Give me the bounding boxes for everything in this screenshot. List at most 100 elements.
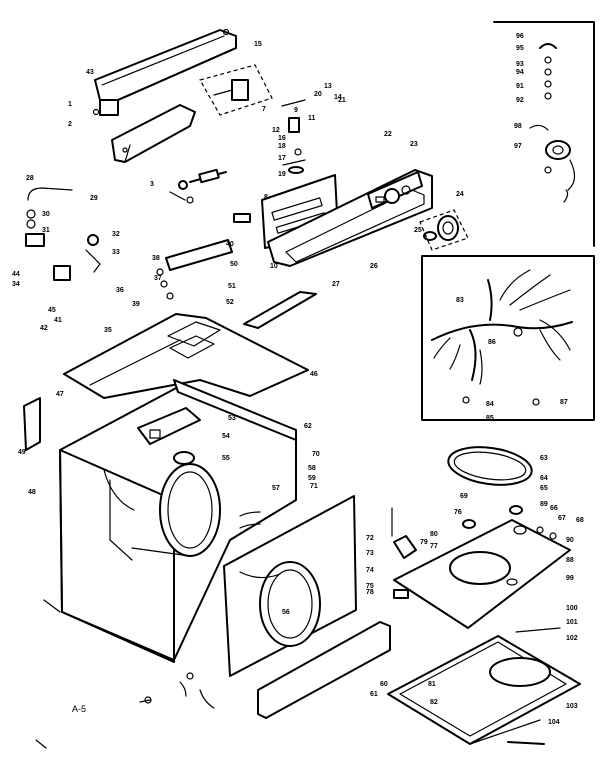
timer-parts <box>169 168 227 204</box>
part-number-label: 80 <box>430 531 438 538</box>
part-number-label: 49 <box>18 449 26 456</box>
part-number-label: 79 <box>420 539 428 546</box>
console-bracket <box>111 104 196 163</box>
part-number-label: 19 <box>278 171 286 178</box>
part-number-label: 31 <box>42 227 50 234</box>
part-number-label: 14 <box>334 94 342 101</box>
part-number-label: 12 <box>272 127 280 134</box>
section-label: A-5 <box>72 704 86 714</box>
part-number-label: 10 <box>270 263 278 270</box>
part-number-label: 61 <box>370 691 378 698</box>
cabinet-hardware <box>23 397 215 709</box>
part-number-label: 66 <box>550 505 558 512</box>
part-number-label: 60 <box>380 681 388 688</box>
part-number-label: 93 <box>516 61 524 68</box>
part-number-label: 54 <box>222 433 230 440</box>
part-number-label: 52 <box>226 299 234 306</box>
part-number-label: 101 <box>566 619 578 626</box>
wiring-harness-inset <box>421 255 595 421</box>
part-number-label: 78 <box>366 589 374 596</box>
inset-top-right <box>493 21 595 247</box>
part-number-label: 63 <box>540 455 548 462</box>
part-number-label: 34 <box>12 281 20 288</box>
part-number-label: 94 <box>516 69 524 76</box>
console-backsplash <box>267 169 433 267</box>
part-number-label: 26 <box>370 263 378 270</box>
part-number-label: 8 <box>264 194 268 201</box>
part-number-label: 89 <box>540 501 548 508</box>
part-number-label: 55 <box>222 455 230 462</box>
part-number-label: 104 <box>548 719 560 726</box>
part-number-label: 36 <box>116 287 124 294</box>
part-number-label: 87 <box>560 399 568 406</box>
part-number-label: 69 <box>460 493 468 500</box>
front-panel <box>223 495 357 677</box>
part-number-label: 50 <box>230 261 238 268</box>
center-brackets <box>137 407 261 529</box>
part-number-label: 99 <box>566 575 574 582</box>
part-number-label: 102 <box>566 635 578 642</box>
part-number-label: 3 <box>150 181 154 188</box>
part-number-label: 56 <box>282 609 290 616</box>
part-number-label: 51 <box>228 283 236 290</box>
part-number-label: 67 <box>558 515 566 522</box>
part-number-label: 82 <box>430 699 438 706</box>
base-plate <box>393 519 571 629</box>
part-number-label: 1 <box>68 101 72 108</box>
part-number-label: 71 <box>310 483 318 490</box>
part-number-label: 53 <box>228 415 236 422</box>
part-number-label: 15 <box>254 41 262 48</box>
part-number-label: 90 <box>566 537 574 544</box>
part-number-label: 46 <box>310 371 318 378</box>
part-number-label: 57 <box>272 485 280 492</box>
part-number-label: 74 <box>366 567 374 574</box>
part-number-label: 95 <box>516 45 524 52</box>
part-number-label: 92 <box>516 97 524 104</box>
part-number-label: 77 <box>430 543 438 550</box>
part-number-label: 98 <box>514 123 522 130</box>
bottom-rod <box>507 741 545 745</box>
foot-parts <box>35 696 152 749</box>
part-number-label: 37 <box>154 275 162 282</box>
part-number-label: 17 <box>278 155 286 162</box>
part-number-label: 2 <box>68 121 72 128</box>
control-hardware <box>233 99 306 223</box>
part-number-label: 16 <box>278 135 286 142</box>
part-number-label: 83 <box>456 297 464 304</box>
part-number-label: 85 <box>486 415 494 422</box>
part-number-label: 33 <box>112 249 120 256</box>
console-top-rail <box>92 28 237 116</box>
part-number-label: 48 <box>28 489 36 496</box>
base-hardware <box>391 505 557 599</box>
base-tray <box>387 627 581 745</box>
part-number-label: 58 <box>308 465 316 472</box>
part-number-label: 70 <box>312 451 320 458</box>
part-number-label: 9 <box>294 107 298 114</box>
part-number-label: 65 <box>540 485 548 492</box>
switch-assembly <box>199 64 273 116</box>
part-number-label: 28 <box>26 175 34 182</box>
toe-panel <box>257 621 391 719</box>
tub-ring <box>447 446 533 486</box>
part-number-label: 75 <box>366 583 374 590</box>
top-cover <box>63 313 309 399</box>
part-number-label: 45 <box>48 307 56 314</box>
part-number-label: 47 <box>56 391 64 398</box>
part-number-label: 88 <box>566 557 574 564</box>
part-number-label: 97 <box>514 143 522 150</box>
part-number-label: 76 <box>454 509 462 516</box>
part-number-label: 27 <box>332 281 340 288</box>
part-number-label: 40 <box>226 241 234 248</box>
part-number-label: 68 <box>576 517 584 524</box>
left-small-parts <box>25 187 101 281</box>
part-number-label: 44 <box>12 271 20 278</box>
part-number-label: 96 <box>516 33 524 40</box>
lid-switch-parts <box>156 239 317 329</box>
part-number-label: 39 <box>132 301 140 308</box>
part-number-label: 62 <box>304 423 312 430</box>
part-number-label: 91 <box>516 83 524 90</box>
part-number-label: 30 <box>42 211 50 218</box>
part-number-label: 73 <box>366 550 374 557</box>
part-number-label: 38 <box>152 255 160 262</box>
